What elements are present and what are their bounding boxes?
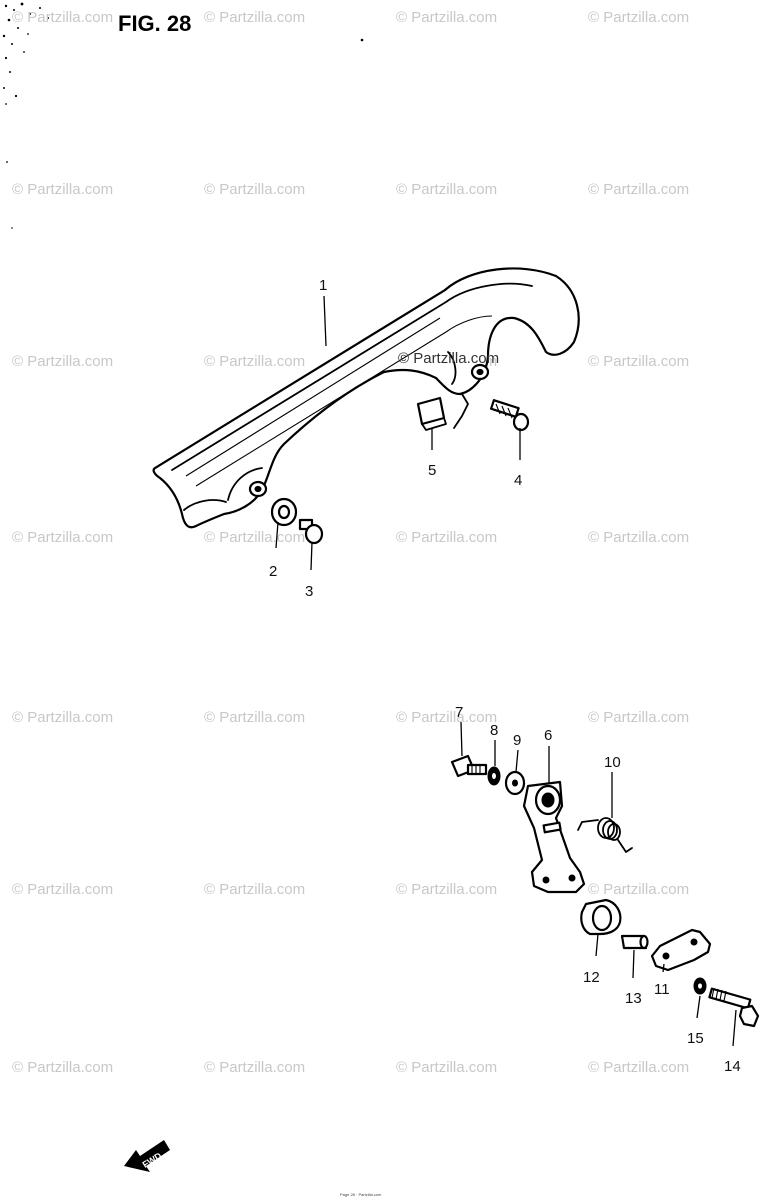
callout-4: 4 [514, 472, 522, 489]
watermark-text: © Partzilla.com [12, 881, 113, 898]
bolt-7 [450, 754, 488, 778]
watermark-text: © Partzilla.com [396, 9, 497, 26]
collar-12 [580, 898, 622, 936]
pin-13 [620, 934, 649, 950]
watermark-text: © Partzilla.com [204, 709, 305, 726]
lever-6 [522, 780, 586, 894]
watermark-text: © Partzilla.com [12, 9, 113, 26]
callout-6: 6 [544, 727, 552, 744]
inline-watermark: © Partzilla.com [398, 350, 499, 367]
watermark-text: © Partzilla.com [12, 709, 113, 726]
leader-line-15 [696, 995, 701, 1019]
chain-case [152, 267, 580, 529]
watermark-text: © Partzilla.com [588, 881, 689, 898]
bolt-14 [708, 987, 760, 1028]
leader-line-11 [662, 963, 665, 973]
spring-10 [577, 817, 633, 853]
callout-15: 15 [687, 1030, 704, 1047]
screw-3 [298, 518, 324, 545]
callout-12: 12 [583, 969, 600, 986]
leader-lines [275, 295, 737, 1047]
forward-arrow-icon: FWD [124, 1140, 170, 1172]
watermark-text: © Partzilla.com [396, 881, 497, 898]
watermark-text: © Partzilla.com [588, 709, 689, 726]
scan-noise [2, 2, 364, 229]
watermark-text: © Partzilla.com [204, 1059, 305, 1076]
watermark-text: © Partzilla.com [204, 353, 305, 370]
clip-nut [416, 396, 447, 431]
watermark-text: © Partzilla.com [396, 181, 497, 198]
leader-line-1 [323, 295, 327, 347]
callout-2: 2 [269, 563, 277, 580]
leader-line-3 [310, 541, 313, 571]
callout-13: 13 [625, 990, 642, 1007]
leader-line-13 [632, 949, 635, 979]
screw-4 [489, 399, 530, 432]
callout-9: 9 [513, 732, 521, 749]
washer-2 [270, 497, 298, 527]
watermark-text: © Partzilla.com [588, 529, 689, 546]
leader-line-2 [275, 521, 279, 549]
watermark-text: © Partzilla.com [396, 1059, 497, 1076]
watermark-text: © Partzilla.com [204, 881, 305, 898]
callout-8: 8 [490, 722, 498, 739]
leader-line-9 [515, 749, 519, 773]
leader-line-12 [595, 933, 599, 957]
callout-10: 10 [604, 754, 621, 771]
watermark-text: © Partzilla.com [204, 181, 305, 198]
fine-print: Page 28 · Partzilla.com [340, 1192, 382, 1197]
watermark-text: © Partzilla.com [396, 709, 497, 726]
callout-1: 1 [319, 277, 327, 294]
watermark-text: © Partzilla.com [588, 9, 689, 26]
plate-11 [650, 928, 712, 972]
washer-9 [504, 770, 526, 796]
callout-11: 11 [654, 981, 670, 998]
leader-line-14 [732, 1009, 737, 1047]
watermark-text: © Partzilla.com [204, 9, 305, 26]
watermark-text: © Partzilla.com [204, 529, 305, 546]
watermark-text: © Partzilla.com [12, 529, 113, 546]
washer-15 [693, 977, 707, 995]
watermark-text: © Partzilla.com [588, 181, 689, 198]
watermark-text: © Partzilla.com [588, 353, 689, 370]
callout-3: 3 [305, 583, 313, 600]
figure-title: FIG. 28 [118, 11, 191, 36]
washer-8 [487, 766, 501, 786]
watermark-text: © Partzilla.com [588, 1059, 689, 1076]
callout-7: 7 [455, 704, 463, 721]
watermark-text: © Partzilla.com [396, 529, 497, 546]
leader-line-7 [460, 721, 463, 757]
watermark-text: © Partzilla.com [12, 181, 113, 198]
watermark-text: © Partzilla.com [12, 1059, 113, 1076]
watermark-text: © Partzilla.com [12, 353, 113, 370]
callout-14: 14 [724, 1058, 741, 1075]
callout-5: 5 [428, 462, 436, 479]
